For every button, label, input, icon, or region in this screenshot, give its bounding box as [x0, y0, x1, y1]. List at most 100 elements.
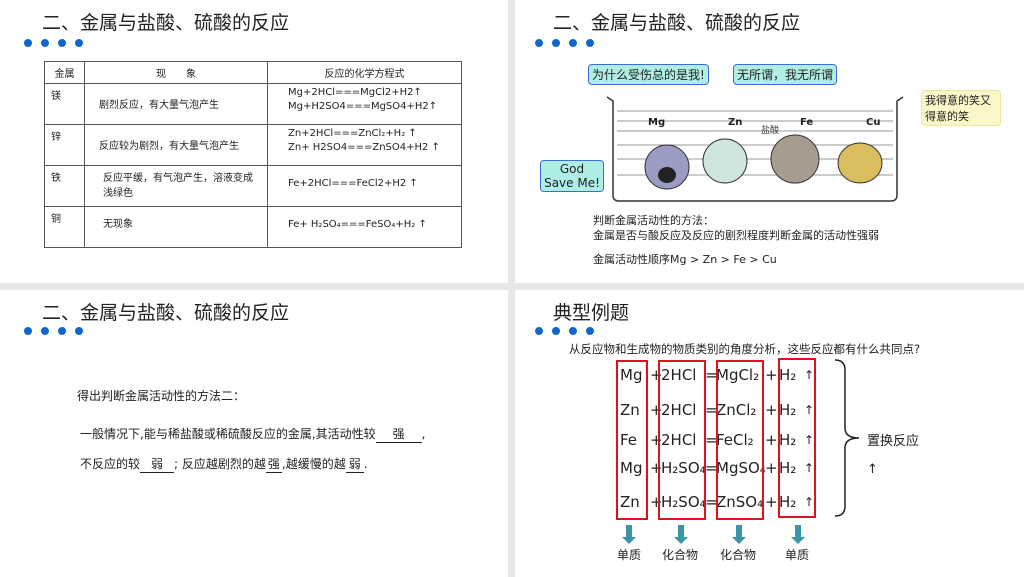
phenomenon-cell: 反应较为剧烈，有大量气泡产生: [84, 124, 268, 166]
equation-metal: Mg: [620, 366, 643, 384]
decorative-dots: [535, 39, 594, 47]
answer-blank: 弱: [140, 455, 175, 473]
phenomenon-cell: 剧烈反应，有大量气泡产生: [84, 83, 268, 125]
beaker-illustration: [606, 96, 904, 202]
category-label: 单质: [785, 548, 810, 562]
equation-up: ↑: [804, 461, 815, 475]
down-arrow-icon: [791, 525, 805, 544]
equation-acid: 2HCl: [661, 401, 697, 419]
equation-metal: Fe: [620, 431, 638, 449]
slide-title: 二、金属与盐酸、硫酸的反应: [553, 12, 801, 34]
down-arrow-icon: [732, 525, 746, 544]
equation-metal: Zn: [620, 493, 640, 511]
equation-plus: +: [765, 459, 778, 477]
method-text: 金属是否与酸反应及反应的剧烈程度判断金属的活动性强弱: [593, 229, 879, 242]
equation-plus: +: [765, 401, 778, 419]
equation-equals: =: [705, 401, 718, 419]
equation-acid: H₂SO₄: [661, 493, 706, 511]
equation-equals: =: [705, 431, 718, 449]
reaction-type: 置换反应: [867, 434, 920, 449]
speech-bubble-mg: God Save Me!: [540, 160, 604, 192]
metal-box: [616, 360, 648, 520]
metal-cell: 铁: [44, 165, 85, 207]
equation-acid: H₂SO₄: [661, 459, 706, 477]
text: 不反应的较: [80, 457, 141, 471]
equation-salt: ZnSO₄: [716, 493, 764, 511]
text: ; 反应越剧烈的越: [174, 457, 266, 471]
equation: Fe+2HCl===FeCl2+H2 ↑: [288, 178, 418, 189]
answer-blank: 强: [375, 425, 422, 443]
equation-equals: =: [705, 366, 718, 384]
text: ,: [421, 427, 426, 441]
metal-cell: 铜: [44, 206, 85, 248]
conclusion-line-2: 不反应的较弱; 反应越剧烈的越强,越缓慢的越弱.: [80, 455, 368, 473]
equation-plus: +: [765, 431, 778, 449]
equation-acid: 2HCl: [661, 431, 697, 449]
gas-box: [778, 358, 816, 518]
equation: Zn+2HCl===ZnCl₂+H₂ ↑: [288, 128, 417, 139]
slide-1[interactable]: 二、金属与盐酸、硫酸的反应 金属现 象反应的化学方程式 镁剧烈反应，有大量气泡产…: [0, 0, 508, 283]
equation-gas: H₂: [779, 366, 797, 384]
slide-title: 二、金属与盐酸、硫酸的反应: [42, 302, 290, 324]
speech-bubble-zn: 为什么受伤总的是我!: [588, 64, 709, 85]
equation-metal: Mg: [620, 459, 643, 477]
slide-3[interactable]: 二、金属与盐酸、硫酸的反应 得出判断金属活动性的方法二： 一般情况下,能与稀盐酸…: [0, 290, 508, 577]
beaker-label-fe: Fe: [800, 117, 814, 128]
decorative-dots: [535, 327, 594, 335]
equation-up: ↑: [804, 495, 815, 509]
brace-icon: [834, 359, 860, 517]
decorative-dots: [24, 39, 83, 47]
beaker-label-zn: Zn: [728, 117, 743, 128]
text: 一般情况下,能与稀盐酸或稀硫酸反应的金属,其活动性较: [80, 427, 376, 441]
category-label: 化合物: [662, 548, 699, 562]
method-heading: 得出判断金属活动性的方法二：: [77, 389, 246, 403]
question-text: 从反应物和生成物的物质类别的角度分析，这些反应都有什么共同点?: [569, 342, 921, 356]
decorative-dots: [24, 327, 83, 335]
text: .: [363, 457, 368, 471]
slide-title: 二、金属与盐酸、硫酸的反应: [42, 12, 290, 34]
speech-bubble-fe: 无所谓，我无所谓: [733, 64, 838, 85]
category-label: 化合物: [720, 548, 757, 562]
header-phenomenon: 现 象: [84, 61, 268, 84]
slide-title: 典型例题: [553, 302, 630, 324]
answer-blank: 强: [265, 457, 282, 473]
conclusion-line-1: 一般情况下,能与稀盐酸或稀硫酸反应的金属,其活动性较强,: [80, 425, 425, 443]
equation-salt: ZnCl₂: [716, 401, 757, 419]
category-label: 单质: [617, 548, 642, 562]
acid-label: 盐酸: [761, 126, 780, 136]
equation-gas: H₂: [779, 431, 797, 449]
text: ,越缓慢的越: [281, 457, 346, 471]
metal-cell: 锌: [44, 124, 85, 166]
equation-salt: MgCl₂: [716, 366, 760, 384]
slide-2[interactable]: 二、金属与盐酸、硫酸的反应 Mg Zn Fe Cu 盐酸 为什么受伤总的是我! …: [515, 0, 1024, 283]
speech-bubble-cu: 我得意的笑又得意的笑: [921, 90, 1001, 126]
equation-acid: 2HCl: [661, 366, 697, 384]
salt-box: [716, 360, 764, 520]
up-arrow-icon: ↑: [867, 462, 878, 477]
down-arrow-icon: [674, 525, 688, 544]
equation-plus: +: [765, 493, 778, 511]
slide-4[interactable]: 典型例题 从反应物和生成物的物质类别的角度分析，这些反应都有什么共同点? Mg +…: [515, 290, 1024, 577]
beaker-label-mg: Mg: [648, 117, 666, 128]
equation-plus: +: [765, 366, 778, 384]
table-row: 铁反应平缓，有气泡产生，溶液变成浅绿色 Fe+2HCl===FeCl2+H2 ↑: [44, 165, 462, 207]
metal-cell: 镁: [44, 83, 85, 125]
equation-equals: =: [705, 459, 718, 477]
equation-metal: Zn: [620, 401, 640, 419]
header-metal: 金属: [44, 61, 85, 84]
equation: Mg+2HCl===MgCl2+H2↑: [288, 87, 422, 98]
equation-up: ↑: [804, 403, 815, 417]
answer-blank: 弱: [345, 455, 364, 473]
method-title: 判断金属活动性的方法：: [593, 214, 714, 227]
phenomenon-cell: 无现象: [84, 206, 268, 248]
header-equation: 反应的化学方程式: [267, 61, 462, 84]
equation-up: ↑: [804, 368, 815, 382]
equation: Zn+ H2SO4===ZnSO4+H2 ↑: [288, 142, 440, 153]
equation-salt: MgSO₄: [716, 459, 766, 477]
phenomenon-cell: 反应平缓，有气泡产生，溶液变成浅绿色: [84, 165, 268, 207]
beaker-label-cu: Cu: [866, 117, 881, 128]
acid-box: [658, 360, 706, 520]
table-row: 锌反应较为剧烈，有大量气泡产生 Zn+2HCl===ZnCl₂+H₂ ↑ Zn+ H…: [44, 124, 462, 166]
